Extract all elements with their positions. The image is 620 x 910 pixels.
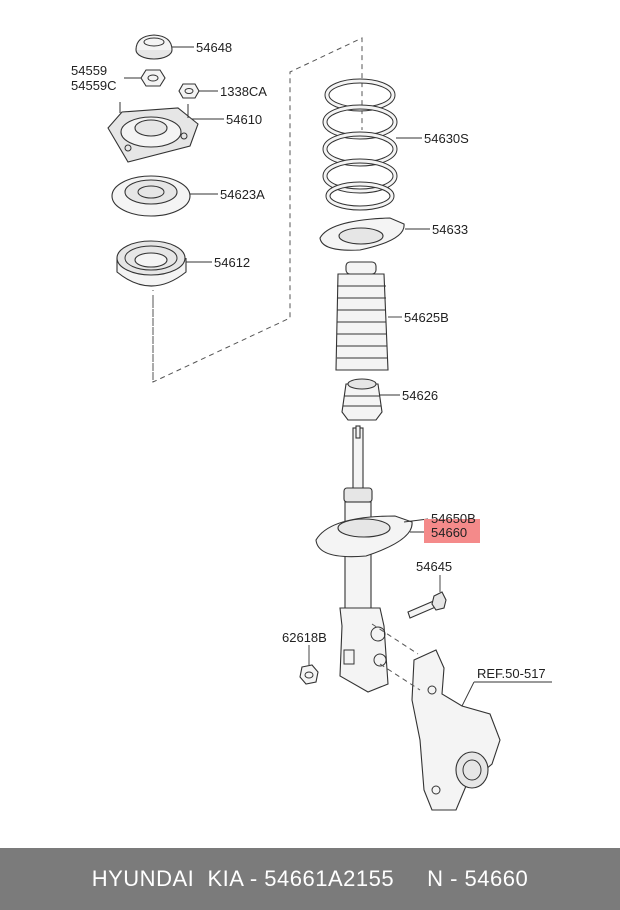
nut-54559 [140,69,166,87]
bearing-54612 [116,240,187,287]
label-54559: 54559 [71,63,107,78]
bolt-54645 [407,591,447,619]
strut-54650b [315,425,413,693]
bump-stop-54626 [341,378,383,421]
coil-spring-54630s [322,78,398,211]
label-54633: 54633 [432,222,468,237]
spring-pad-54633 [319,217,405,251]
label-54623a: 54623A [220,187,265,202]
alignment-dash-lines [371,623,421,691]
label-54660: 54660 [431,525,467,540]
label-54648: 54648 [196,40,232,55]
dust-boot-54625b [335,261,389,371]
footer-text: HYUNDAI KIA - 54661A2155 N - 54660 [91,866,529,891]
nut-1338ca [178,83,200,99]
spring-seat-54623a [111,175,191,217]
label-54610: 54610 [226,112,262,127]
cap-54648 [135,34,173,60]
label-54645: 54645 [416,559,452,574]
label-54625b: 54625B [404,310,449,325]
strut-assembly-diagram: 54648 54559 54559C 1338CA 54610 54623A 5… [71,34,552,811]
mount-54610 [107,102,199,163]
part-number-footer: HYUNDAI KIA - 54661A2155 N - 54660 [0,848,620,910]
label-62618b: 62618B [282,630,327,645]
label-54630s: 54630S [424,131,469,146]
label-54626: 54626 [402,388,438,403]
label-ref-50-517: REF.50-517 [477,666,546,681]
part-highlight-54660 [424,519,480,543]
label-54559c: 54559C [71,78,117,93]
label-54612: 54612 [214,255,250,270]
steering-knuckle [411,649,501,811]
label-54650b: 54650B [431,511,476,526]
nut-62618b [299,664,319,685]
label-1338ca: 1338CA [220,84,267,99]
